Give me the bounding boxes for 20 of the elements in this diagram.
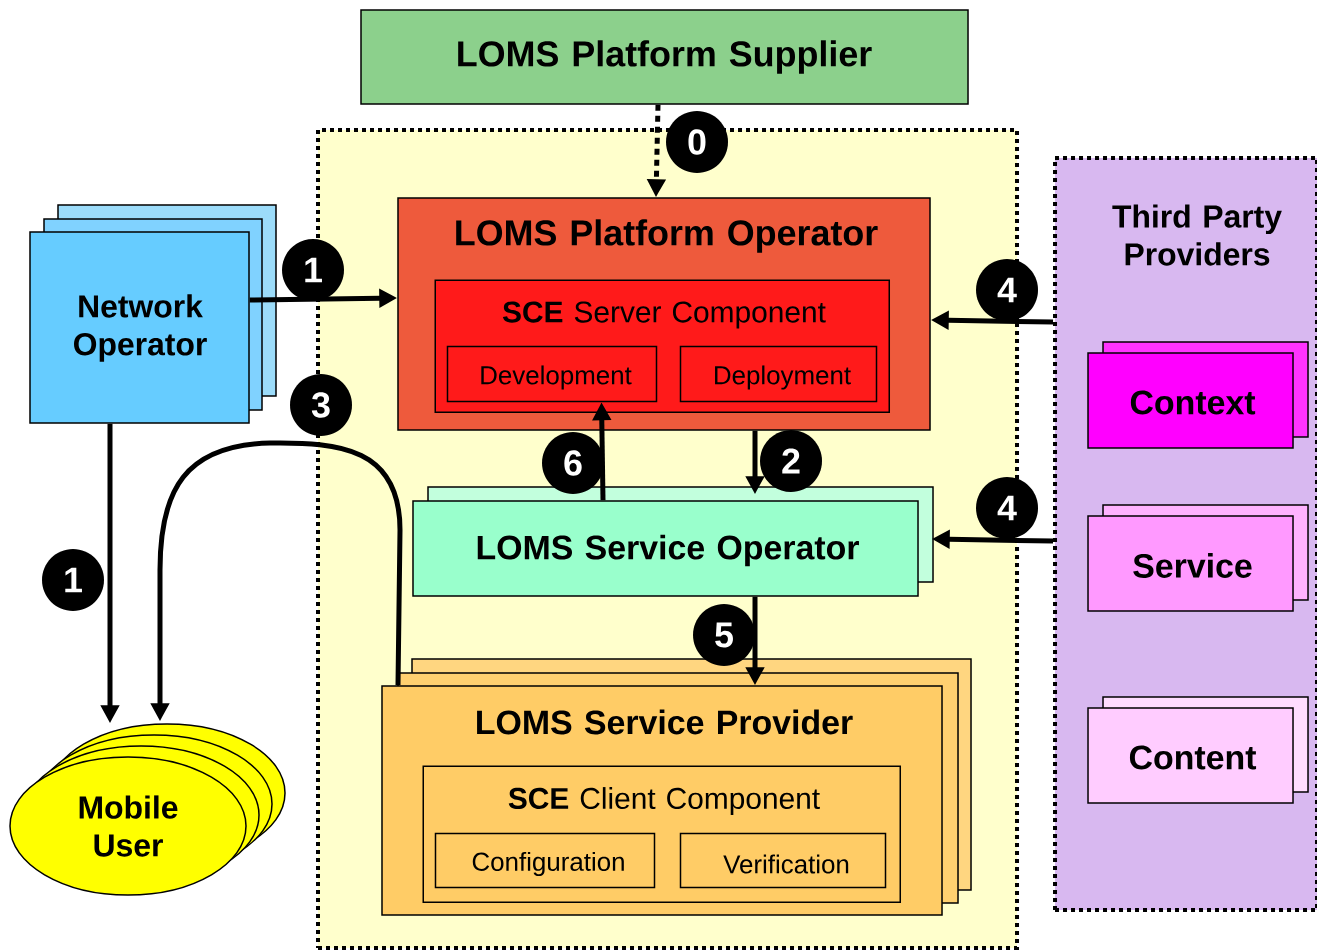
platform-box: LOMS Platform Supplier xyxy=(360,9,969,105)
step-number-badge: 4 xyxy=(976,259,1038,321)
stacked-box: Context xyxy=(1087,341,1309,449)
step-number-badge: 3 xyxy=(290,374,352,436)
stacked-box: Service xyxy=(1087,504,1309,612)
step-number-badge: 0 xyxy=(666,111,728,173)
stacked-box: Network Operator xyxy=(29,204,277,424)
step-number-badge: 6 xyxy=(542,432,604,494)
step-number-badge: 1 xyxy=(282,239,344,301)
step-number-badge: 5 xyxy=(693,604,755,666)
module-box: Configuration xyxy=(434,832,656,889)
module-box: Verification xyxy=(679,832,887,889)
step-number-badge: 4 xyxy=(976,477,1038,539)
stacked-ellipses: Mobile User xyxy=(9,723,286,896)
stacked-box: LOMS Service Operator xyxy=(412,486,934,597)
step-number-badge: 2 xyxy=(760,430,822,492)
module-box: Development xyxy=(446,345,658,403)
stacked-box: Content xyxy=(1087,696,1309,804)
step-number-badge: 1 xyxy=(42,549,104,611)
module-box: Deployment xyxy=(679,345,878,403)
